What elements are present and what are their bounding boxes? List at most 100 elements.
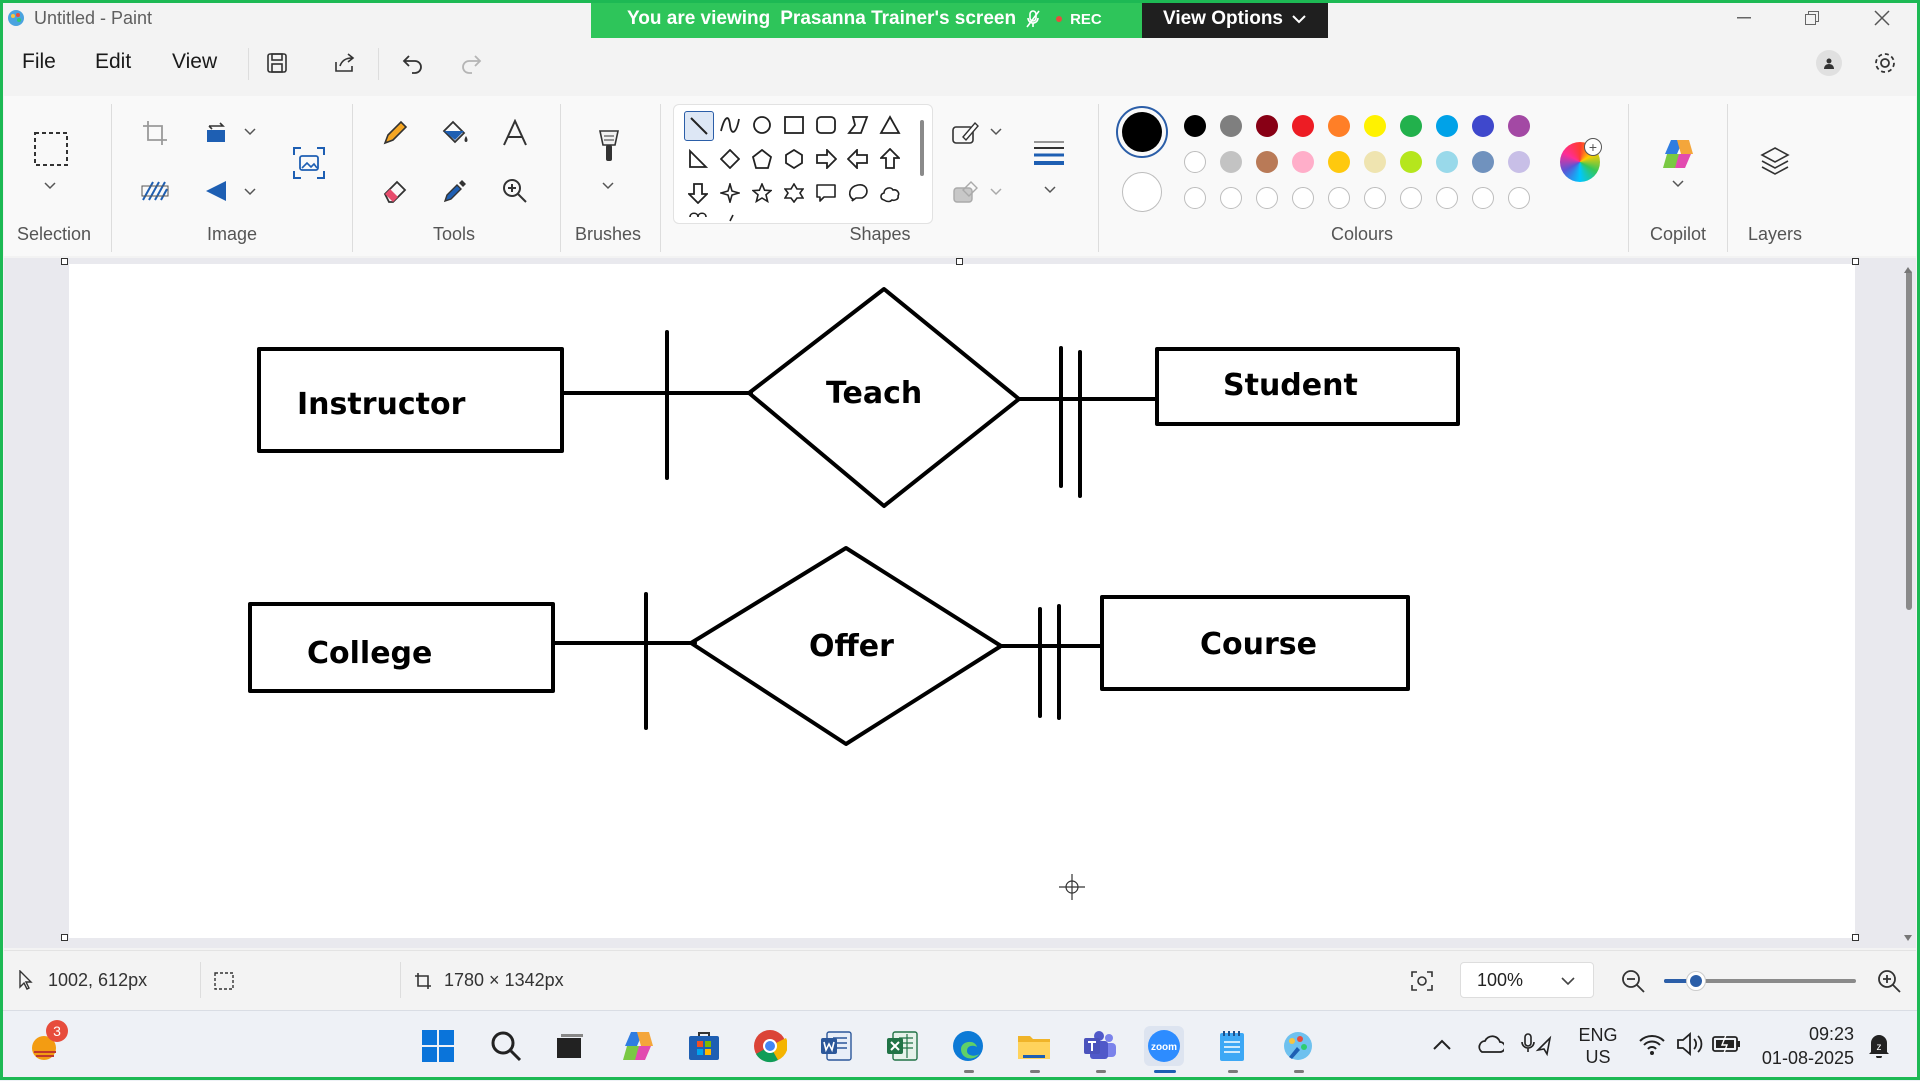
- chevron-down-icon[interactable]: [1672, 180, 1684, 188]
- text-button[interactable]: [498, 116, 532, 150]
- taskbar-word[interactable]: [816, 1026, 856, 1066]
- color-swatch[interactable]: [1220, 115, 1242, 137]
- chevron-down-icon[interactable]: [990, 128, 1002, 136]
- shape-up-arrow[interactable]: [876, 145, 904, 173]
- shape-line[interactable]: [684, 111, 714, 141]
- resize-button[interactable]: [200, 116, 234, 150]
- image-creator-button[interactable]: [290, 144, 328, 182]
- taskbar-copilot[interactable]: [618, 1026, 658, 1066]
- custom-color-slot[interactable]: [1220, 187, 1242, 209]
- canvas-resize-handle[interactable]: [1852, 258, 1859, 265]
- chevron-down-icon[interactable]: [1044, 186, 1056, 194]
- zoom-in-icon[interactable]: [1876, 968, 1902, 994]
- color-swatch[interactable]: [1472, 151, 1494, 173]
- shape-curve[interactable]: [716, 111, 744, 139]
- widgets-button[interactable]: 3: [28, 1020, 68, 1064]
- crop-button[interactable]: [138, 116, 172, 150]
- menu-file[interactable]: File: [22, 50, 56, 73]
- color-swatch[interactable]: [1364, 115, 1386, 137]
- taskbar-zoom[interactable]: zoom: [1144, 1026, 1184, 1066]
- color-swatch[interactable]: [1436, 151, 1458, 173]
- settings-button[interactable]: [1870, 48, 1900, 78]
- chevron-down-icon[interactable]: [602, 182, 614, 190]
- shape-oval[interactable]: [748, 111, 776, 139]
- color-swatch[interactable]: [1400, 115, 1422, 137]
- scroll-up-icon[interactable]: [1903, 266, 1913, 274]
- taskbar-chrome[interactable]: [750, 1026, 790, 1066]
- color-swatch[interactable]: [1508, 151, 1530, 173]
- fill-button[interactable]: [438, 116, 472, 150]
- notifications-icon[interactable]: z: [1866, 1032, 1892, 1058]
- custom-color-slot[interactable]: [1436, 187, 1458, 209]
- custom-color-slot[interactable]: [1328, 187, 1350, 209]
- chevron-down-icon[interactable]: [44, 182, 56, 190]
- show-hidden-icons[interactable]: [1432, 1038, 1452, 1052]
- shape-oval-callout[interactable]: [844, 179, 872, 207]
- copilot-button[interactable]: [1658, 134, 1698, 174]
- shape-rectangle[interactable]: [780, 111, 808, 139]
- rotate-button[interactable]: [200, 174, 234, 208]
- shape-right-triangle[interactable]: [684, 145, 712, 173]
- color-swatch[interactable]: [1328, 151, 1350, 173]
- zoom-dropdown[interactable]: 100%: [1460, 962, 1594, 998]
- color-swatch[interactable]: [1184, 151, 1206, 173]
- layers-button[interactable]: [1758, 144, 1792, 178]
- custom-color-slot[interactable]: [1364, 187, 1386, 209]
- menu-edit[interactable]: Edit: [95, 50, 132, 73]
- onedrive-icon[interactable]: [1476, 1034, 1504, 1056]
- fit-to-window-icon[interactable]: [1410, 970, 1434, 992]
- eraser-button[interactable]: [378, 174, 412, 208]
- chevron-down-icon[interactable]: [244, 128, 256, 136]
- taskbar-start[interactable]: [418, 1026, 458, 1066]
- color-swatch[interactable]: [1292, 151, 1314, 173]
- color-picker-button[interactable]: [438, 174, 472, 208]
- primary-color-button[interactable]: [1116, 106, 1168, 158]
- shape-right-arrow[interactable]: [812, 145, 840, 173]
- taskbar-paint[interactable]: [1278, 1026, 1318, 1066]
- color-swatch[interactable]: [1472, 115, 1494, 137]
- zoom-slider-thumb[interactable]: [1686, 971, 1706, 991]
- shape-rounded-rectangle[interactable]: [812, 111, 840, 139]
- shape-lightning[interactable]: [716, 209, 744, 223]
- custom-color-slot[interactable]: [1184, 187, 1206, 209]
- shape-pentagon[interactable]: [748, 145, 776, 173]
- chevron-down-icon[interactable]: [990, 188, 1002, 196]
- taskbar-edge[interactable]: [948, 1026, 988, 1066]
- drawing-canvas[interactable]: Instructor Teach Student College Offer C…: [69, 264, 1855, 938]
- select-button[interactable]: [32, 130, 70, 168]
- taskbar-excel[interactable]: [882, 1026, 922, 1066]
- color-swatch[interactable]: [1256, 115, 1278, 137]
- color-swatch[interactable]: [1364, 151, 1386, 173]
- wifi-icon[interactable]: [1638, 1032, 1666, 1056]
- color-swatch[interactable]: [1220, 151, 1242, 173]
- minimize-button[interactable]: [1724, 4, 1764, 32]
- shape-down-arrow[interactable]: [684, 179, 712, 207]
- account-button[interactable]: [1816, 50, 1842, 76]
- color-swatch[interactable]: [1508, 115, 1530, 137]
- outline-button[interactable]: [948, 116, 982, 150]
- canvas-resize-handle[interactable]: [61, 934, 68, 941]
- taskbar-task-view[interactable]: [550, 1026, 590, 1066]
- color-swatch[interactable]: [1436, 115, 1458, 137]
- shape-five-point-star[interactable]: [748, 179, 776, 207]
- share-button[interactable]: [330, 48, 360, 78]
- fill-style-button[interactable]: [948, 176, 982, 210]
- background-removal-button[interactable]: [138, 174, 172, 208]
- custom-color-slot[interactable]: [1472, 187, 1494, 209]
- shape-four-point-star[interactable]: [716, 179, 744, 207]
- canvas-resize-handle[interactable]: [956, 258, 963, 265]
- shape-hexagon[interactable]: [780, 145, 808, 173]
- zoom-slider-track[interactable]: [1664, 979, 1856, 983]
- brushes-button[interactable]: [592, 130, 626, 164]
- custom-color-slot[interactable]: [1508, 187, 1530, 209]
- pencil-button[interactable]: [378, 116, 412, 150]
- color-swatch[interactable]: [1328, 115, 1350, 137]
- clock[interactable]: 09:23 01-08-2025: [1754, 1022, 1854, 1070]
- taskbar-file-explorer[interactable]: [1014, 1026, 1054, 1066]
- shape-triangle[interactable]: [876, 111, 904, 139]
- chevron-down-icon[interactable]: [244, 188, 256, 196]
- close-button[interactable]: [1862, 4, 1902, 32]
- shape-left-arrow[interactable]: [844, 145, 872, 173]
- zoom-out-icon[interactable]: [1620, 968, 1646, 994]
- magnifier-button[interactable]: [498, 174, 532, 208]
